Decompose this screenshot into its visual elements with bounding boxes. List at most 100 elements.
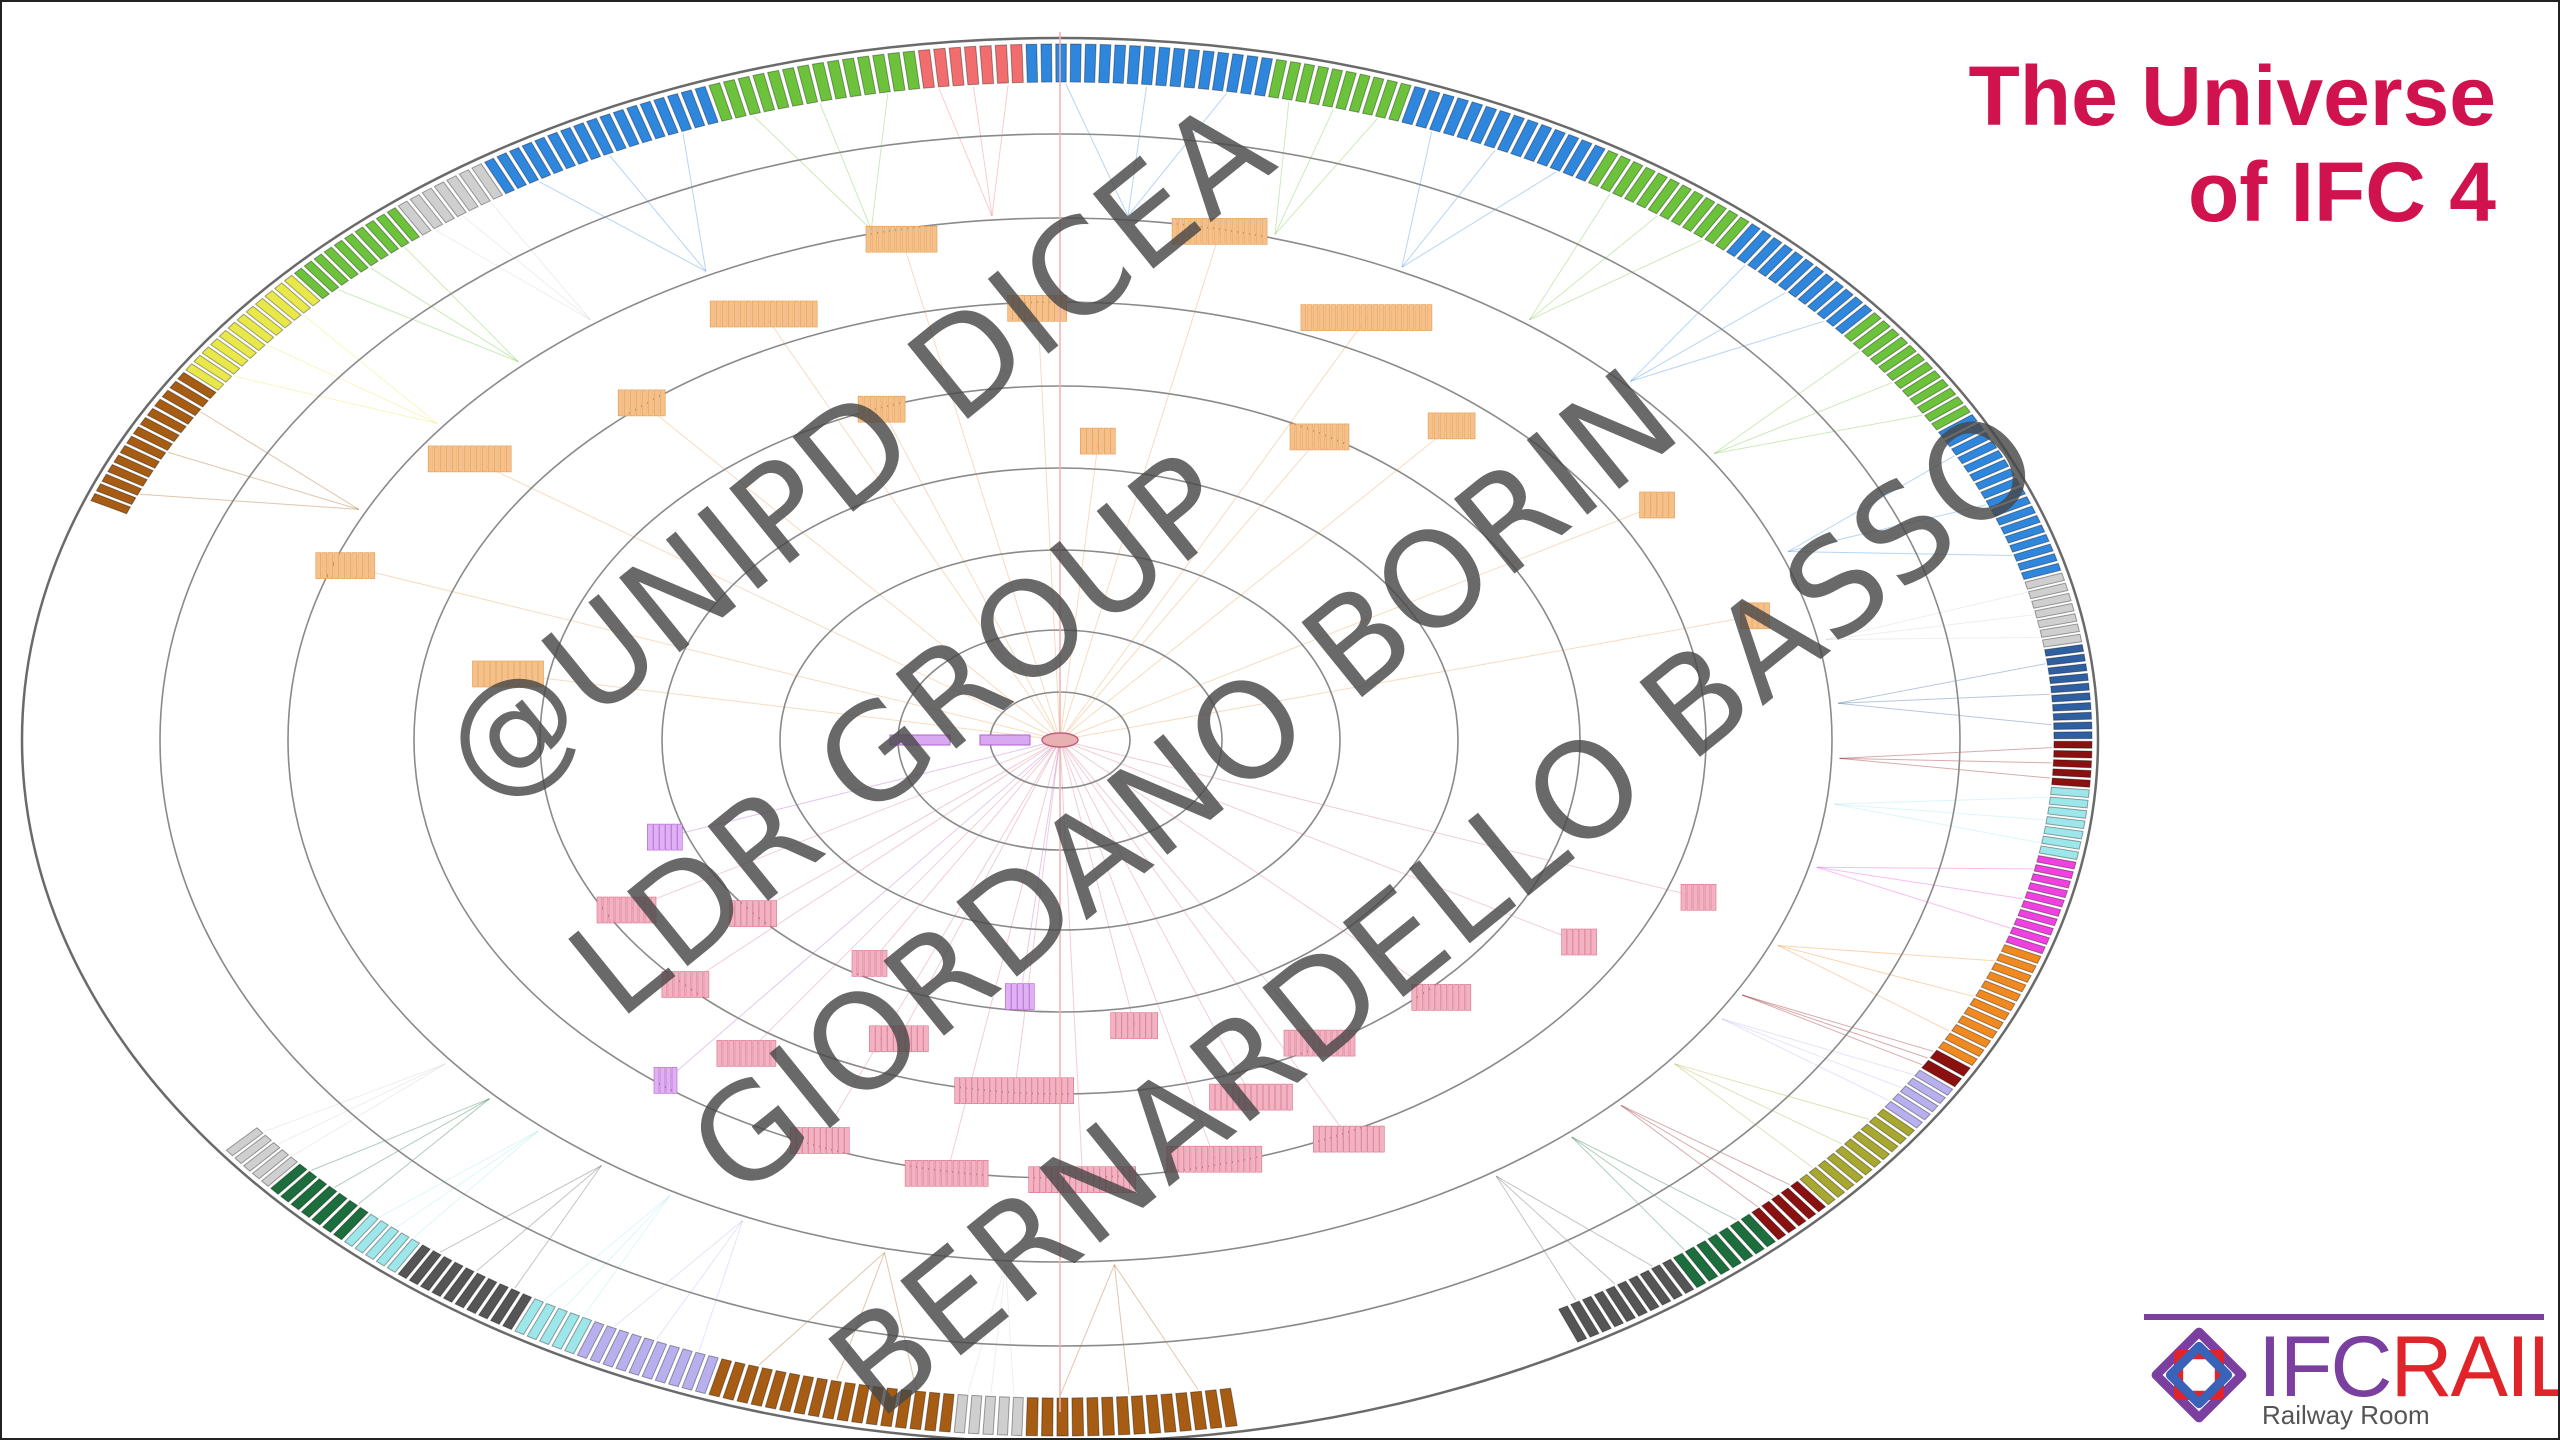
branch-line [1019,739,1061,997]
spoke-line [1630,265,1746,382]
class-segment [471,163,504,200]
class-segment [260,1156,299,1187]
class-segment [483,157,516,195]
class-segment [1923,396,1964,423]
pink-entity-bar [1263,1083,1269,1111]
pink-entity-bar [801,1127,808,1154]
orange-entity-bar [1013,294,1020,322]
class-segment [666,93,693,133]
orange-entity-bar [1261,218,1268,245]
class-segment [501,1293,533,1331]
orange-entity-bar [641,389,648,417]
pink-entity-bar [1441,984,1448,1011]
class-segment [1975,988,2016,1012]
orange-entity-bar [1318,304,1325,331]
pink-entity-bar [1698,883,1705,911]
spoke-line [1005,1264,1015,1396]
pink-entity-bar [1214,1145,1221,1173]
pink-entity-bar [928,1160,935,1187]
class-segment [1899,1085,1939,1113]
pink-entity-bar [1052,1166,1058,1193]
class-segment [2052,701,2092,712]
pink-entity-bar [770,1040,777,1067]
pink-entity-bar [1238,1145,1245,1173]
spoke-line [1529,215,1658,321]
class-segment [1852,319,1891,350]
pink-entity-bar [1325,1125,1331,1153]
class-segment [1557,1305,1588,1343]
class-segment [343,232,379,267]
orange-entity-bar [1243,218,1250,245]
pink-entity-bar [602,896,609,924]
class-segment [1659,184,1693,221]
pink-entity-bar [638,896,645,924]
class-segment [90,492,132,515]
pink-entity-bar [620,896,627,924]
pink-entity-bar [661,971,668,998]
class-segment [303,260,340,293]
pink-entity-bar [1686,883,1693,911]
pink-entity-bar [753,900,759,927]
pink-entity-bar [1307,1029,1314,1057]
class-segment [1930,404,1971,431]
class-segment [1806,280,1845,313]
pink-entity-bar [1056,1077,1062,1104]
class-segment [386,1238,421,1273]
branch-line [685,739,1061,985]
pink-entity-bar [758,1040,765,1067]
spoke-line [758,1252,885,1366]
spoke-line [395,1130,539,1228]
orange-entity-bar [757,300,764,328]
pink-entity-bar [1251,1083,1257,1111]
pink-entity-bar [644,896,651,924]
spoke-line [1834,803,2040,844]
orange-entity-bar [1219,218,1226,245]
class-segment [1040,43,1053,83]
class-segment [1985,486,2027,509]
orange-entity-bar [1331,423,1338,451]
class-segment [722,1361,746,1401]
spoke-line [1674,1063,1870,1120]
class-segment [323,246,359,280]
class-segment [2033,864,2074,880]
pink-entity-bar [1591,928,1597,956]
pink-entity-bar [1128,1012,1134,1039]
orange-entity-bar [733,300,740,328]
orange-entity-bar [887,395,894,423]
class-segment [1860,1123,1899,1153]
class-segment [1428,93,1455,133]
pink-entity-bar [1044,1077,1050,1104]
spoke-line [334,1098,490,1188]
class-segment [856,55,877,96]
class-segment [2000,943,2042,965]
orange-entity-bar [1740,602,1746,630]
branch-line [1059,425,1453,741]
class-segment [245,305,284,337]
class-segment [1921,1059,1963,1088]
class-segment [865,1385,884,1426]
outer-class-segments [90,43,2093,1437]
class-segment [264,289,302,322]
orange-entity-bar [1110,427,1116,455]
class-segment [1510,119,1539,158]
pink-entity-bar [1325,1029,1332,1057]
spoke-line [870,93,889,230]
spoke-line [1742,994,1923,1066]
class-segment [1937,413,1978,439]
branch-line [1037,308,1061,741]
class-segment [1055,43,1067,83]
class-segment [1861,328,1900,358]
class-segment [1877,344,1917,374]
spoke-line [1714,414,1923,454]
pink-entity-bar [881,950,888,977]
class-segment [132,426,174,452]
orange-entity-bar [433,445,440,473]
orange-entity-bar [493,445,500,473]
spoke-line [698,1220,744,1352]
class-segment [95,483,137,506]
purple-entity-bar [652,823,659,851]
class-segment [963,45,980,86]
class-segment [354,226,390,261]
class-segment [1681,196,1716,233]
spoke-line [358,1098,490,1205]
